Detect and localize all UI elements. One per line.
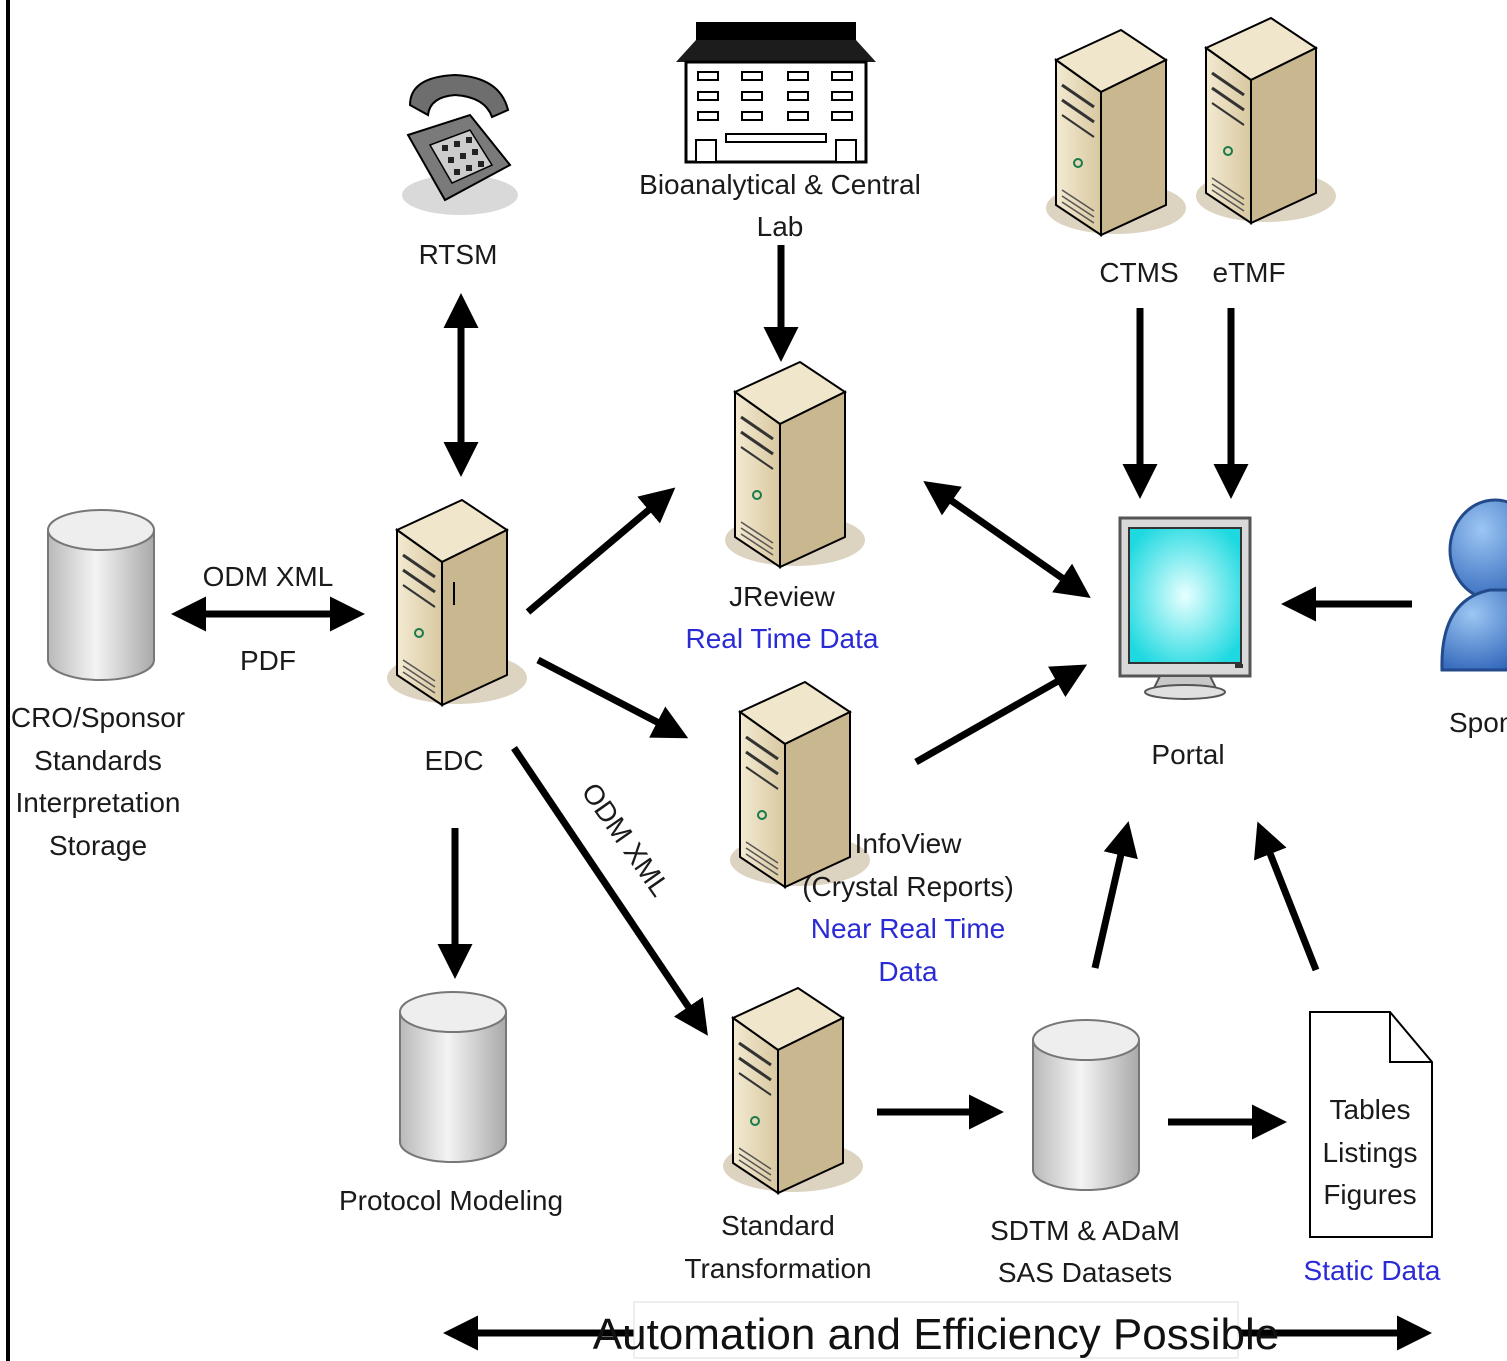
sponsor-label: Spon — [1449, 707, 1507, 738]
ctms-server-icon — [1044, 28, 1188, 237]
transform-label-line1: Standard — [721, 1210, 835, 1241]
edc-server-icon — [385, 498, 529, 707]
protocol-database-icon — [399, 991, 507, 1163]
banner-text: Automation and Efficiency Possible — [593, 1310, 1279, 1359]
infoview-label-line1: InfoView — [855, 828, 963, 859]
transform-label-line2: Transformation — [684, 1253, 871, 1284]
etmf-label: eTMF — [1212, 257, 1285, 288]
lab-label-line2: Lab — [757, 211, 804, 242]
rtsm-label: RTSM — [419, 239, 498, 270]
banner-box — [633, 1301, 1239, 1359]
sdtm-label-line1: SDTM & ADaM — [990, 1215, 1180, 1246]
jreview-sublabel: Real Time Data — [686, 623, 879, 654]
ctms-label: CTMS — [1099, 257, 1178, 288]
cro-label-line3: Interpretation — [16, 787, 181, 818]
user-icon — [1440, 498, 1507, 672]
cro-database-icon — [47, 509, 155, 681]
tlf-line3: Figures — [1323, 1179, 1416, 1210]
edc-transform-label: ODM XML — [576, 777, 676, 902]
sdtm-label-line2: SAS Datasets — [998, 1257, 1172, 1288]
edc-label: EDC — [424, 745, 483, 776]
building-icon — [676, 22, 876, 164]
connector-arrows — [171, 245, 1432, 1351]
transform-server-icon — [721, 986, 865, 1195]
etmf-server-icon — [1194, 16, 1338, 225]
monitor-icon — [1118, 516, 1252, 700]
protocol-label: Protocol Modeling — [339, 1185, 563, 1216]
jreview-label: JReview — [729, 581, 836, 612]
infoview-sublabel-line2: Data — [878, 956, 938, 987]
tlf-line2: Listings — [1323, 1137, 1418, 1168]
portal-label: Portal — [1151, 739, 1224, 770]
lab-label-line1: Bioanalytical & Central — [639, 169, 921, 200]
cro-label-line1: CRO/Sponsor — [11, 702, 185, 733]
jreview-server-icon — [723, 360, 867, 569]
sdtm-database-icon — [1032, 1019, 1140, 1191]
tlf-line1: Tables — [1330, 1094, 1411, 1125]
infoview-server-icon — [728, 680, 872, 889]
document-icon — [1309, 1011, 1433, 1238]
cro-label-line4: Storage — [49, 830, 147, 861]
cro-label-line2: Standards — [34, 745, 162, 776]
cro-edc-top-label: ODM XML — [203, 561, 334, 592]
tlf-sublabel: Static Data — [1304, 1255, 1441, 1286]
telephone-icon — [402, 73, 518, 215]
infoview-label-line2: (Crystal Reports) — [802, 871, 1014, 902]
cro-edc-bottom-label: PDF — [240, 645, 296, 676]
infoview-sublabel-line1: Near Real Time — [811, 913, 1006, 944]
